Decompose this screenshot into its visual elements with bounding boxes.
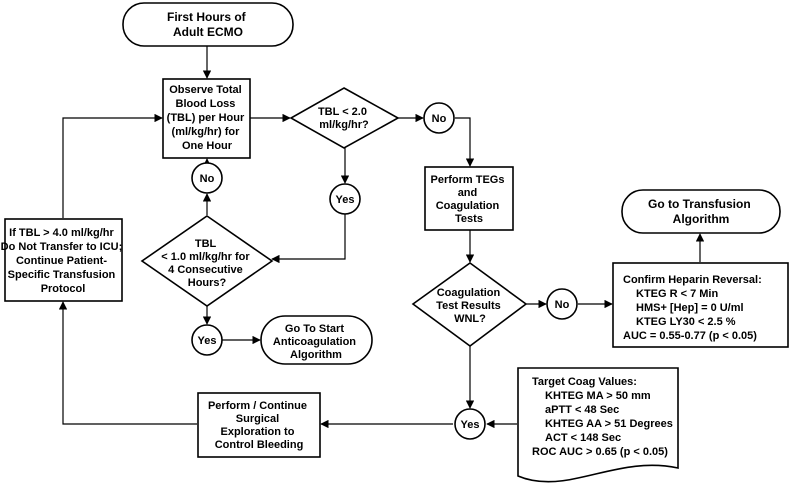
confirm-heparin-box: Confirm Heparin Reversal: KTEG R < 7 Min… bbox=[612, 262, 789, 348]
surgical-line-3: Exploration to bbox=[220, 426, 294, 438]
confirm-heparin-line-1: Confirm Heparin Reversal: bbox=[623, 274, 762, 286]
no-label-consec: No bbox=[200, 173, 215, 185]
tbl-check-decision: TBL < 2.0 ml/kg/hr? bbox=[289, 87, 400, 149]
svg-text:TBL < 2.0 ml/kg/hr?: TBL < 2.0 ml/kg/hr? bbox=[318, 106, 370, 131]
target-values-document: Target Coag Values: KHTEG MA > 50 mm aPT… bbox=[517, 367, 679, 483]
no-label-tbl: No bbox=[432, 113, 447, 125]
go-anticoag-terminal: Go To Start Anticoagulation Algorithm bbox=[260, 315, 373, 365]
svg-text:Target Coag Values: KHTE: Target Coag Values: KHTEG MA > 50 mm aPT… bbox=[532, 376, 676, 458]
edge-surgical-to-icu-box bbox=[58, 301, 197, 425]
icu-line-1: If TBL > 4.0 ml/kg/hr bbox=[9, 227, 114, 239]
yes-label-consec: Yes bbox=[198, 335, 217, 347]
no-connector-tbl: No bbox=[423, 102, 455, 134]
observe-box: Observe Total Blood Loss (TBL) per Hour … bbox=[162, 78, 251, 159]
surgical-line-1: Perform / Continue bbox=[208, 400, 307, 412]
target-line-5: ACT < 148 Sec bbox=[545, 432, 621, 444]
go-anticoag-line-3: Algorithm bbox=[290, 349, 342, 361]
coag-check-line-3: WNL? bbox=[454, 313, 486, 325]
go-anticoag-line-2: Anticoagulation bbox=[273, 336, 356, 348]
edge-no-to-perform-tegs bbox=[455, 117, 475, 167]
connectors bbox=[58, 46, 705, 429]
surgical-exploration-box: Perform / Continue Surgical Exploration … bbox=[197, 392, 321, 458]
svg-text:Perform TEGs and C: Perform TEGs and Coagulation Tests bbox=[430, 174, 507, 225]
perform-tegs-box: Perform TEGs and Coagulation Tests bbox=[424, 166, 514, 231]
start-line-1: First Hours of bbox=[167, 10, 247, 24]
confirm-heparin-line-2: KTEG R < 7 Min bbox=[636, 288, 718, 300]
svg-text:Go to Transfusion Algori: Go to Transfusion Algorithm bbox=[648, 197, 754, 226]
consec-check-line-1: TBL bbox=[195, 238, 217, 250]
yes-connector-tbl: Yes bbox=[329, 183, 361, 215]
svg-text:First Hours of Adult ECM: First Hours of Adult ECMO bbox=[167, 10, 249, 39]
go-transfusion-terminal: Go to Transfusion Algorithm bbox=[621, 189, 781, 234]
svg-text:Perform / Continue Surgi: Perform / Continue Surgical Exploration … bbox=[208, 400, 310, 451]
observe-line-2: Blood Loss bbox=[176, 98, 236, 110]
yes-connector-consec: Yes bbox=[191, 324, 223, 356]
coag-check-line-2: Test Results bbox=[436, 300, 501, 312]
perform-tegs-line-1: Perform TEGs bbox=[430, 174, 504, 186]
svg-text:Confirm Heparin Reversal:: Confirm Heparin Reversal: KTEG R < 7 Min… bbox=[623, 274, 765, 342]
icu-line-4: Specific Transfusion bbox=[8, 269, 116, 281]
consec-check-decision: TBL < 1.0 ml/kg/hr for 4 Consecutive Hou… bbox=[140, 215, 274, 307]
go-transfusion-line-1: Go to Transfusion bbox=[648, 197, 751, 211]
target-line-6: ROC AUC > 0.65 (p < 0.05) bbox=[532, 446, 668, 458]
icu-line-2: Do Not Transfer to ICU; bbox=[1, 241, 123, 253]
surgical-line-4: Control Bleeding bbox=[215, 439, 304, 451]
target-line-1: Target Coag Values: bbox=[532, 376, 637, 388]
yes-label-tbl: Yes bbox=[336, 194, 355, 206]
svg-text:Go To Start Anticoagulat: Go To Start Anticoagulation Algorithm bbox=[273, 323, 359, 361]
tbl-check-line-1: TBL < 2.0 bbox=[318, 106, 367, 118]
yes-label-coag: Yes bbox=[461, 419, 480, 431]
svg-text:If TBL > 4.0 ml/kg/hr Do: If TBL > 4.0 ml/kg/hr Do Not Transfer to… bbox=[1, 227, 126, 295]
consec-check-line-4: Hours? bbox=[188, 277, 227, 289]
observe-line-4: (ml/kg/hr) for bbox=[172, 126, 241, 138]
confirm-heparin-line-5: AUC = 0.55-0.77 (p < 0.05) bbox=[623, 330, 757, 342]
icu-line-3: Continue Patient- bbox=[16, 255, 107, 267]
yes-connector-coag: Yes bbox=[454, 408, 486, 440]
no-connector-coag: No bbox=[546, 288, 578, 320]
edge-icu-box-to-observe bbox=[62, 113, 163, 218]
coag-check-decision: Coagulation Test Results WNL? bbox=[411, 262, 528, 347]
perform-tegs-line-2: and bbox=[458, 187, 478, 199]
confirm-heparin-line-4: KTEG LY30 < 2.5 % bbox=[636, 316, 736, 328]
target-line-3: aPTT < 48 Sec bbox=[545, 404, 619, 416]
icu-transfer-box: If TBL > 4.0 ml/kg/hr Do Not Transfer to… bbox=[1, 218, 126, 302]
start-terminal: First Hours of Adult ECMO bbox=[122, 2, 294, 47]
no-connector-consec: No bbox=[191, 162, 223, 194]
svg-text:Coagulation Test Results: Coagulation Test Results WNL? bbox=[436, 287, 504, 325]
confirm-heparin-line-3: HMS+ [Hep] = 0 U/ml bbox=[636, 302, 744, 314]
consec-check-line-3: 4 Consecutive bbox=[168, 264, 243, 276]
go-transfusion-line-2: Algorithm bbox=[673, 212, 730, 226]
consec-check-line-2: < 1.0 ml/kg/hr for bbox=[161, 251, 250, 263]
surgical-line-2: Surgical bbox=[236, 413, 279, 425]
perform-tegs-line-4: Tests bbox=[455, 213, 483, 225]
perform-tegs-line-3: Coagulation bbox=[436, 200, 500, 212]
observe-line-3: (TBL) per Hour bbox=[167, 112, 245, 124]
coag-check-line-1: Coagulation bbox=[437, 287, 501, 299]
observe-line-5: One Hour bbox=[182, 140, 233, 152]
target-line-4: KHTEG AA > 51 Degrees bbox=[545, 418, 673, 430]
tbl-check-line-2: ml/kg/hr? bbox=[319, 119, 369, 131]
svg-text:Observe Total Blood Loss: Observe Total Blood Loss (TBL) per Hour … bbox=[167, 84, 248, 152]
svg-text:TBL < 1.0 ml/kg/hr for: TBL < 1.0 ml/kg/hr for 4 Consecutive Hou… bbox=[161, 238, 252, 289]
observe-line-1: Observe Total bbox=[169, 84, 242, 96]
icu-line-5: Protocol bbox=[41, 283, 86, 295]
target-line-2: KHTEG MA > 50 mm bbox=[545, 390, 651, 402]
start-line-2: Adult ECMO bbox=[173, 25, 243, 39]
edge-yes-to-consec-check bbox=[271, 214, 346, 264]
go-anticoag-line-1: Go To Start bbox=[285, 323, 344, 335]
no-label-coag: No bbox=[555, 299, 570, 311]
